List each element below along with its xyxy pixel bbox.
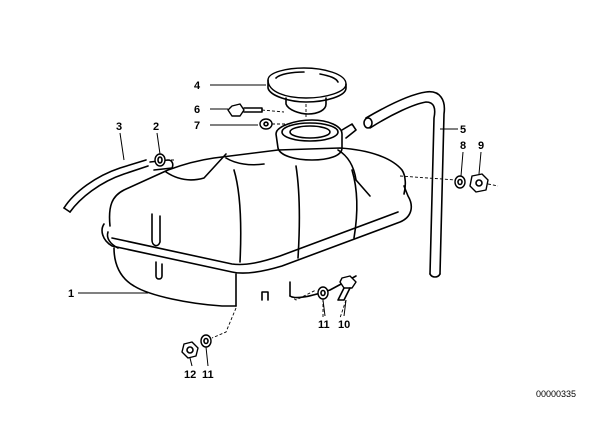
drawing-code: 00000335 bbox=[536, 389, 576, 399]
callout-10: 10 bbox=[338, 319, 350, 331]
assembly-lines bbox=[166, 104, 499, 339]
nut-12 bbox=[181, 341, 199, 359]
callout-1: 1 bbox=[68, 288, 74, 300]
washer-11-bottom bbox=[200, 334, 212, 348]
washer-8 bbox=[454, 175, 466, 189]
callout-2: 2 bbox=[153, 121, 159, 133]
leader-lines bbox=[78, 84, 482, 367]
bolt-6 bbox=[227, 103, 263, 117]
callout-6: 6 bbox=[194, 104, 200, 116]
callout-8: 8 bbox=[460, 140, 466, 152]
callout-5: 5 bbox=[460, 124, 466, 136]
expansion-tank bbox=[101, 119, 413, 307]
nut-9 bbox=[469, 173, 489, 193]
hose-5 bbox=[363, 90, 446, 278]
bolt-10 bbox=[337, 275, 357, 301]
callout-7: 7 bbox=[194, 120, 200, 132]
hose-3 bbox=[63, 159, 149, 213]
callout-11-center: 11 bbox=[318, 319, 330, 331]
radiator-cap bbox=[267, 67, 347, 115]
washer-7 bbox=[259, 118, 273, 130]
callout-3: 3 bbox=[116, 121, 122, 133]
callout-11-bottom: 11 bbox=[202, 369, 214, 381]
callout-labels: 1 2 3 4 5 6 7 8 9 10 11 11 12 bbox=[68, 80, 484, 381]
callout-9: 9 bbox=[478, 140, 484, 152]
washer-11-center bbox=[317, 286, 329, 300]
callout-12: 12 bbox=[184, 369, 196, 381]
clamp-2 bbox=[154, 153, 166, 167]
callout-4: 4 bbox=[194, 80, 201, 92]
